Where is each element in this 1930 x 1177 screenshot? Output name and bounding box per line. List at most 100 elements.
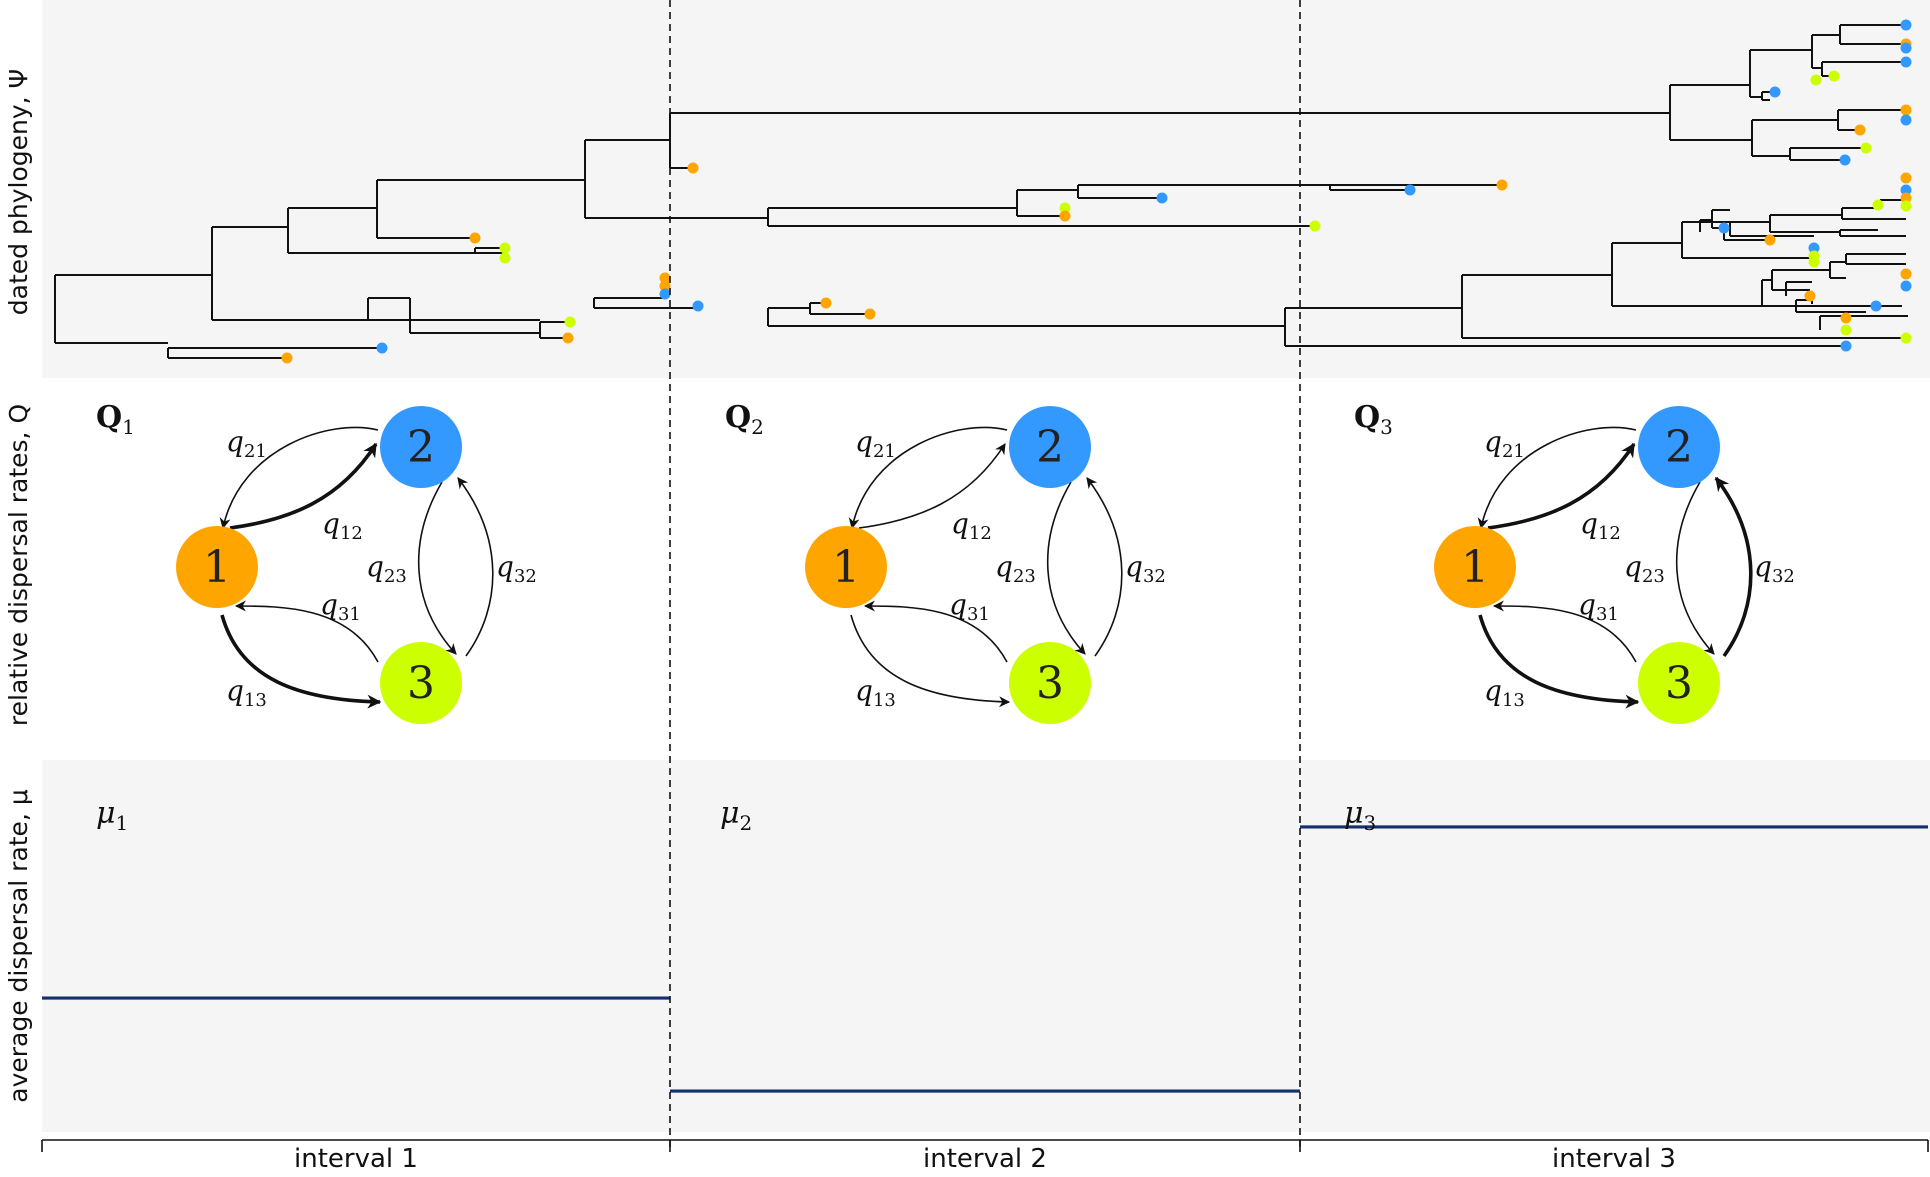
rate-label-q13: q13 [855, 674, 896, 711]
rate-label-q31: q31 [320, 588, 361, 625]
rate-label-q31: q31 [949, 588, 990, 625]
arrow-q31 [1492, 600, 1637, 663]
state-node-3 [380, 642, 462, 724]
tip-node [820, 297, 832, 309]
state-label-1: 1 [1461, 542, 1489, 593]
tip-node [864, 308, 876, 320]
tip-node [1840, 324, 1852, 336]
tip-node [1808, 256, 1820, 268]
state-node-1 [176, 526, 258, 608]
rate-label-q23: q23 [366, 550, 407, 587]
arrow-q23 [417, 481, 457, 655]
tip-node [1309, 220, 1321, 232]
arrow-q32 [1086, 477, 1123, 657]
tip-node [1900, 280, 1912, 292]
arrow-q21 [848, 426, 1008, 530]
tip-node [692, 300, 704, 312]
tip-node [1804, 290, 1816, 302]
phylogeny-panel-bg [42, 0, 1930, 378]
mu-label-1: μ1 [96, 796, 128, 835]
arrow-q32 [1714, 476, 1753, 658]
tip-node [1764, 234, 1776, 246]
tip-node [1900, 42, 1912, 54]
state-label-3: 3 [1036, 658, 1064, 709]
tip-node [1900, 114, 1912, 126]
rates-axis-label: relative dispersal rates, Q [4, 404, 33, 726]
state-node-2 [380, 406, 462, 488]
tip-node [1900, 104, 1912, 116]
tip-node [1840, 312, 1852, 324]
average-rate-panel-bg [42, 760, 1930, 1132]
state-label-1: 1 [832, 542, 860, 593]
rate-label-q13: q13 [226, 674, 267, 711]
arrow-q13 [850, 614, 1011, 708]
tip-node [1059, 202, 1071, 214]
tip-node [1900, 184, 1912, 196]
tip-node [1900, 19, 1912, 31]
mu-label-3: μ3 [1344, 796, 1376, 835]
rate-label-q21: q21 [855, 425, 896, 462]
tip-node [1808, 242, 1820, 254]
arrow-q31 [234, 600, 379, 663]
tip-node [1828, 70, 1840, 82]
tip-node [1870, 300, 1882, 312]
tip-node [564, 316, 576, 328]
state-label-2: 2 [1036, 422, 1064, 473]
tip-node [562, 332, 574, 344]
arrow-q12 [858, 443, 1006, 529]
mu-label-2: μ2 [720, 796, 752, 835]
state-label-2: 2 [1665, 422, 1693, 473]
state-node-2 [1009, 406, 1091, 488]
interval-axis [41, 1139, 1929, 1152]
interval-label-1: interval 1 [294, 1144, 418, 1174]
arrow-q13 [220, 614, 382, 709]
rate-label-q12: q12 [1580, 507, 1621, 544]
average-rate-steps [42, 825, 1928, 1093]
arrow-q31 [863, 600, 1008, 663]
rate-label-q32: q32 [1754, 550, 1795, 587]
tip-node [1718, 222, 1730, 234]
rate-label-q12: q12 [951, 507, 992, 544]
tip-node [1059, 210, 1071, 222]
arrow-q23 [1675, 481, 1715, 655]
state-node-1 [1434, 526, 1516, 608]
rate-label-q31: q31 [1578, 588, 1619, 625]
tip-node [1900, 200, 1912, 212]
tip-node [1810, 74, 1822, 86]
arrow-q32 [457, 477, 494, 657]
rate-label-q32: q32 [496, 550, 537, 587]
state-node-2 [1638, 406, 1720, 488]
interval-label-2: interval 2 [923, 1144, 1047, 1174]
tip-node [1854, 124, 1866, 136]
tip-node [1404, 184, 1416, 196]
tip-node [1156, 192, 1168, 204]
tip-node [281, 352, 293, 364]
tip-node [659, 280, 671, 292]
tip-node [1900, 332, 1912, 344]
tip-node [1839, 154, 1851, 166]
tip-node [469, 232, 481, 244]
arrow-q13 [1478, 614, 1640, 709]
arrow-q21 [219, 426, 379, 530]
arrow-q12 [1487, 442, 1636, 530]
rate-label-q12: q12 [322, 507, 363, 544]
arrow-q12 [229, 442, 378, 530]
rate-label-q23: q23 [995, 550, 1036, 587]
arrow-q21 [1477, 426, 1637, 530]
phylogeny-axis-label: dated phylogeny, Ψ [4, 69, 33, 315]
matrix-label: Q2 [725, 400, 764, 439]
tip-node [1900, 192, 1912, 204]
tip-node [1840, 340, 1852, 352]
tip-node [1496, 179, 1508, 191]
state-node-3 [1638, 642, 1720, 724]
state-label-3: 3 [1665, 658, 1693, 709]
tip-node [1860, 142, 1872, 154]
state-label-2: 2 [407, 422, 435, 473]
interval-label-3: interval 3 [1552, 1144, 1676, 1174]
tip-node [687, 162, 699, 174]
